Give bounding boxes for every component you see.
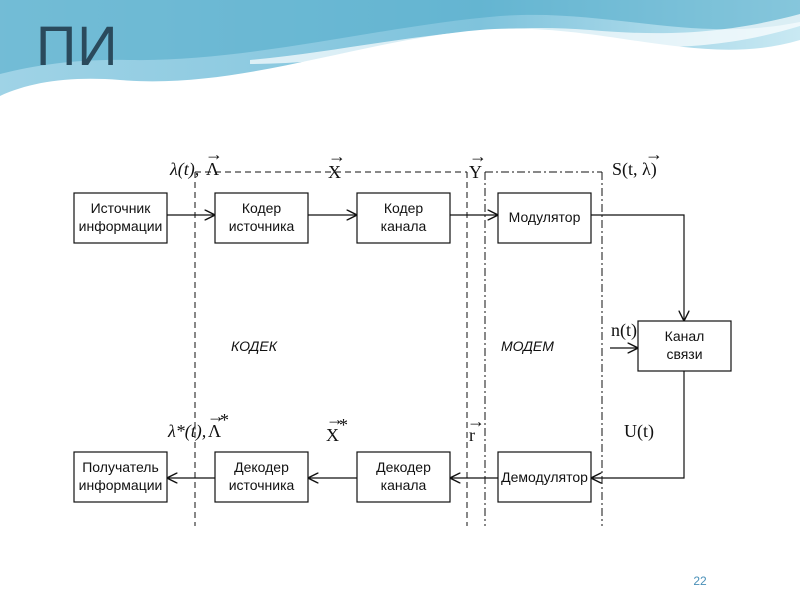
arrow-channel-to-demodulator [592,371,685,478]
signal-r: r → [467,411,485,445]
Lambda-star-text: Λ [208,421,221,441]
signal-X: X → [328,146,346,182]
source-coder-label-2: источника [229,218,295,234]
modem-label: МОДЕМ [501,338,554,354]
source-decoder-block [214,451,309,503]
signal-S: S(t, λ) → [612,144,663,180]
X-text: X [328,162,341,182]
signal-Y: Y → [469,146,487,182]
Y-vector-arrow: → [469,146,487,166]
X-star-superscript: * [339,415,348,435]
receiver-block [73,451,168,503]
S-vector-arrow: → [645,144,663,164]
source-coder-label-1: Кодер [242,200,282,216]
header-wave-highlight [250,14,800,64]
lambda-star-text: λ*(t), [167,421,206,442]
signal-X-star: X * → [326,409,348,445]
channel-decoder-label-2: канала [381,477,427,493]
Lambda-vector-arrow: → [205,144,223,164]
demodulator-label: Демодулятор [501,469,588,485]
X-star-vector-arrow: → [326,409,344,429]
signal-lambda: λ(t), Λ → [169,144,223,180]
Lambda-star-vector-arrow: → [207,406,225,426]
channel-decoder-label-1: Декодер [376,459,431,475]
channel-block [637,320,732,372]
source-block [73,192,168,244]
Y-text: Y [469,162,482,182]
Lambda-vector-text: Λ [206,159,219,179]
U-text: U(t) [624,421,654,442]
slide-number: 22 [693,574,707,588]
channel-coder-label-2: канала [381,218,427,234]
r-vector-arrow: → [467,411,485,431]
S-text: S(t, λ) [612,159,657,180]
receiver-label-1: Получатель [82,459,159,475]
header-wave-front [0,0,800,74]
modem-boundary [484,171,603,526]
source-decoder-label-2: источника [229,477,295,493]
slide-title: ПИ [36,14,119,77]
channel-coder-label-1: Кодер [384,200,424,216]
Lambda-star-superscript: * [220,410,229,430]
channel-label-1: Канал [665,328,705,344]
n-text: n(t) [611,320,637,341]
arrow-modulator-to-channel [591,214,684,320]
channel-decoder-block [356,451,451,503]
channel-label-2: связи [666,346,702,362]
codec-boundary [194,171,468,526]
modulator-label: Модулятор [509,209,581,225]
source-label-2: информации [79,218,163,234]
X-star-text: X [326,425,339,445]
X-vector-arrow: → [328,146,346,166]
source-label-1: Источник [91,200,152,216]
r-text: r [469,425,475,445]
lambda-t-text: λ(t), [169,159,199,180]
codec-label: КОДЕК [231,338,278,354]
signal-lambda-star: λ*(t), Λ * → [167,406,229,442]
receiver-label-2: информации [79,477,163,493]
source-decoder-label-1: Декодер [234,459,289,475]
